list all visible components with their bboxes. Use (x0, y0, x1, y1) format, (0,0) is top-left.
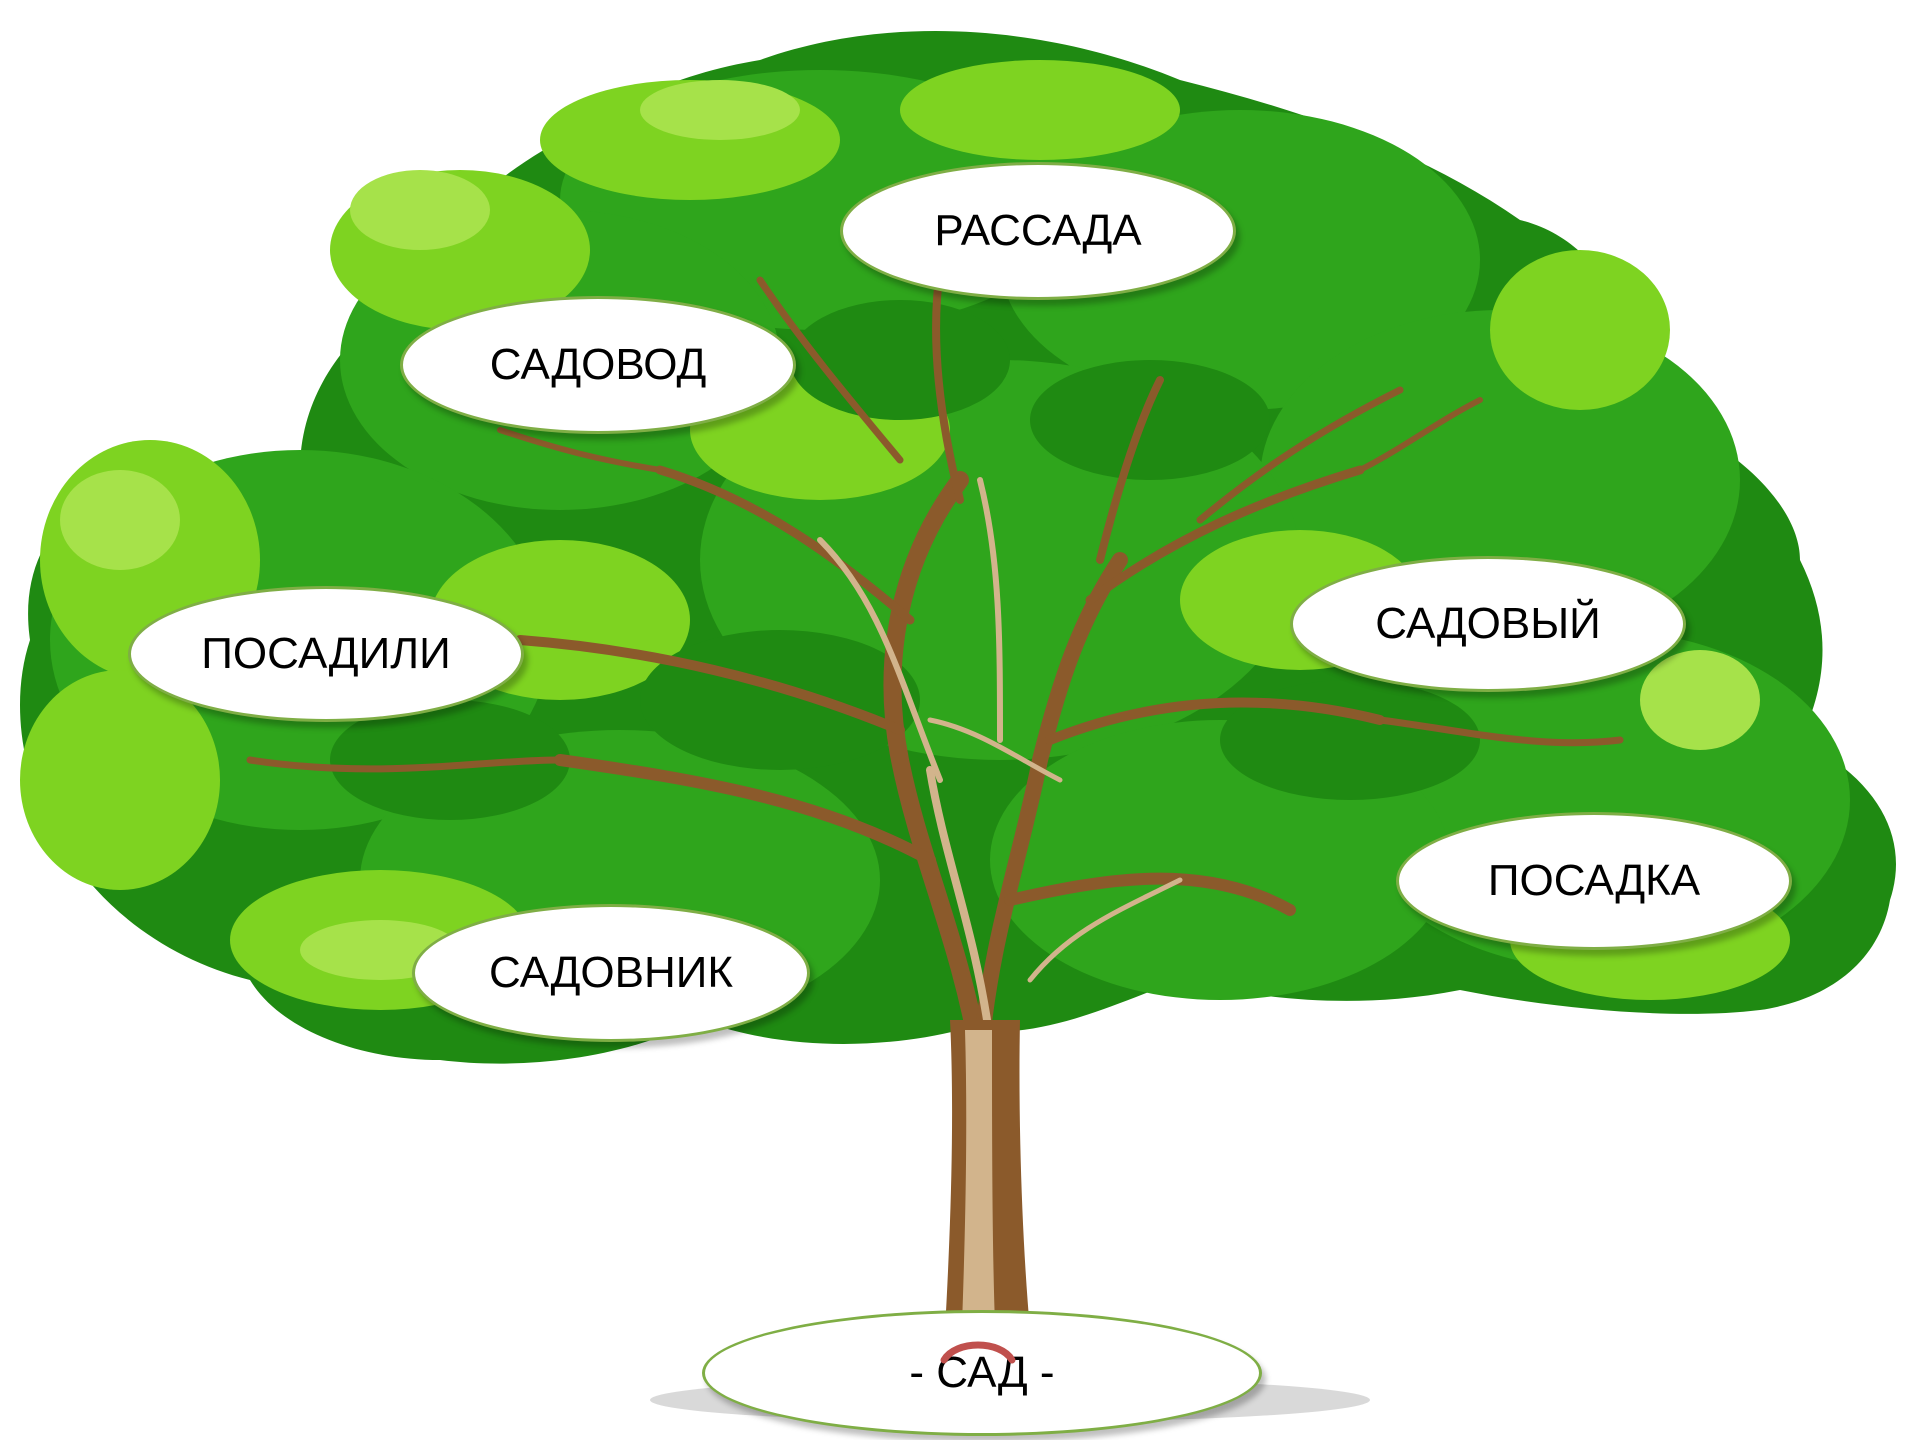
word-label-posadka: ПОСАДКА (1469, 857, 1719, 905)
word-label-sadovod: САДОВОД (473, 341, 723, 389)
word-label-rassada: РАССАДА (913, 207, 1163, 255)
word-oval-rassada: РАССАДА (840, 162, 1236, 300)
word-oval-posadili: ПОСАДИЛИ (128, 586, 524, 722)
word-label-posadili: ПОСАДИЛИ (201, 630, 451, 678)
word-oval-sadovy: САДОВЫЙ (1290, 556, 1686, 692)
word-label-sadovy: САДОВЫЙ (1363, 600, 1613, 648)
word-oval-sadovnik: САДОВНИК (412, 904, 810, 1042)
word-oval-sadovod: САДОВОД (400, 296, 796, 434)
root-arc-mark (938, 1336, 1018, 1366)
root-word-oval: - САД - (702, 1310, 1262, 1436)
word-oval-posadka: ПОСАДКА (1396, 812, 1792, 950)
tree-trunk (945, 1020, 1030, 1330)
word-label-sadovnik: САДОВНИК (486, 949, 737, 997)
